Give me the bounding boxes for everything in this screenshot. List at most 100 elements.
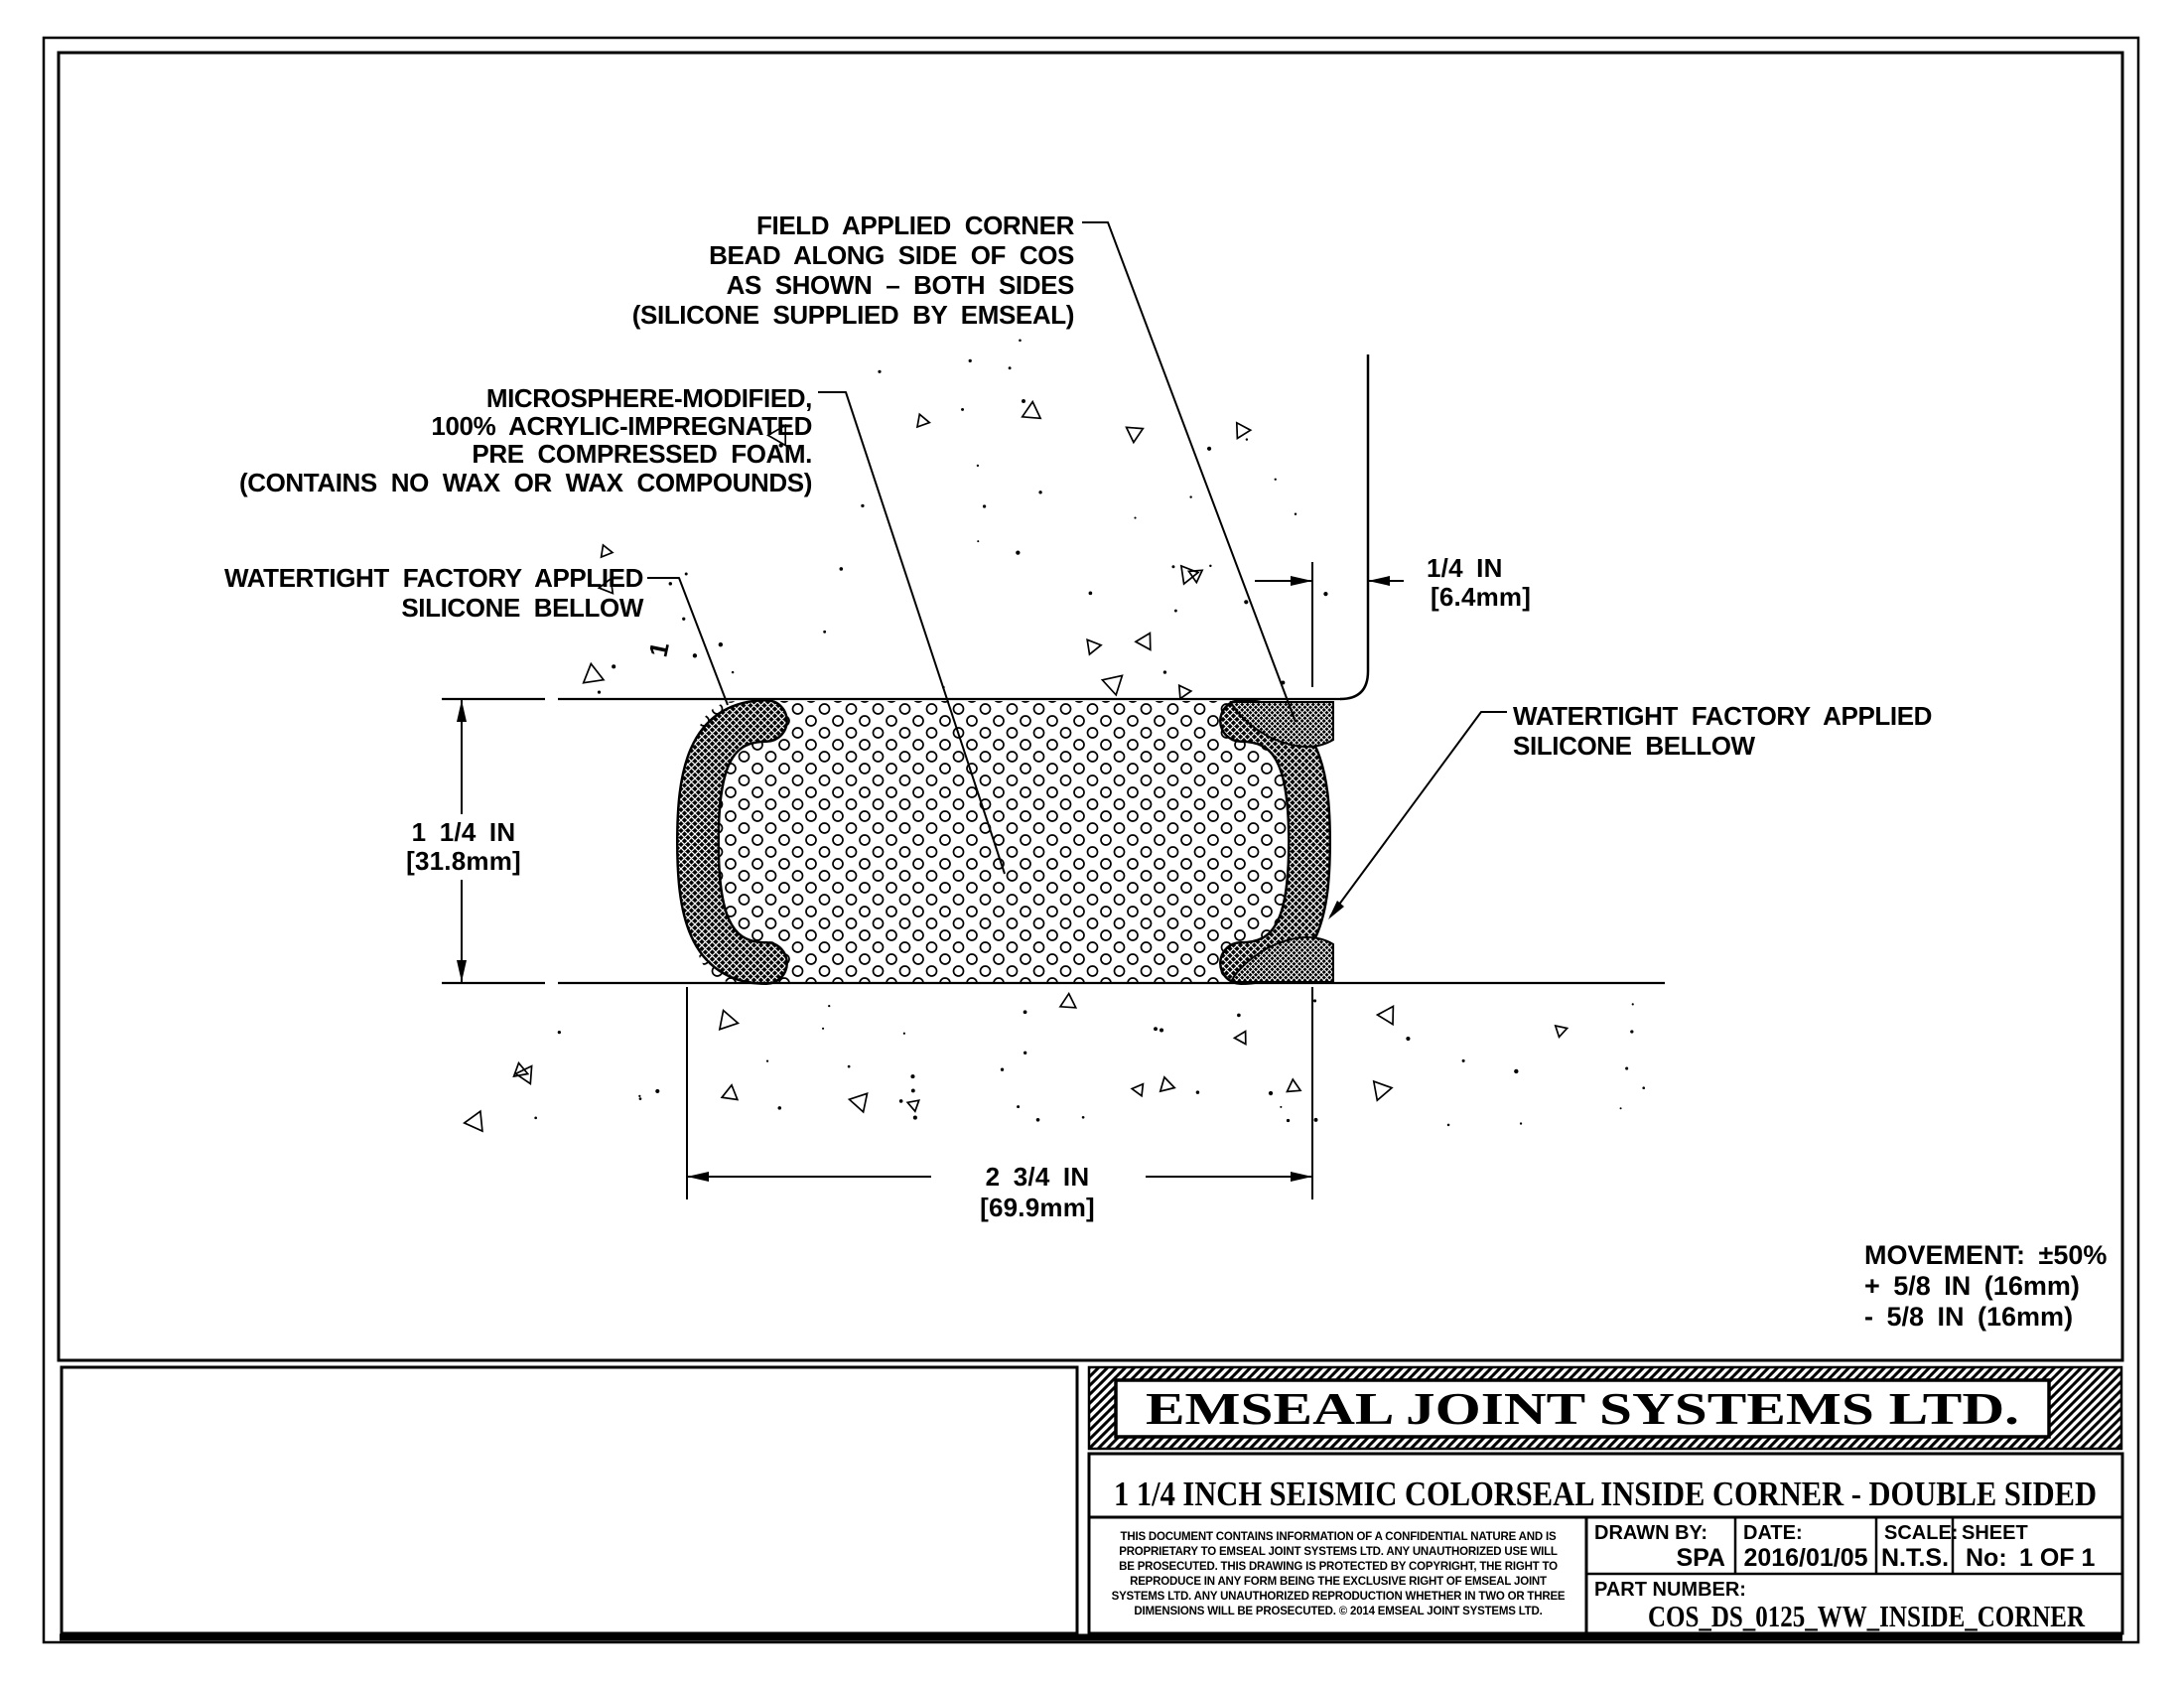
svg-text:FIELD APPLIED CORNER: FIELD APPLIED CORNER xyxy=(756,211,1075,240)
speckle-triangle-icon xyxy=(1186,569,1204,585)
speckle-dot xyxy=(1000,1067,1005,1071)
speckle-dot xyxy=(1024,1051,1027,1055)
speckle-dot xyxy=(557,1030,561,1035)
annotations: FIELD APPLIED CORNER BEAD ALONG SIDE OF … xyxy=(224,211,2107,1332)
speckle-dot xyxy=(1313,1117,1318,1122)
speckle-dot xyxy=(1038,491,1042,494)
svg-text:MOVEMENT: ±50%: MOVEMENT: ±50% xyxy=(1864,1240,2107,1270)
movement-note: MOVEMENT: ±50% + 5/8 IN (16mm) - 5/8 IN … xyxy=(1864,1240,2107,1332)
svg-text:SYSTEMS LTD. ANY UNAUTHORIZED: SYSTEMS LTD. ANY UNAUTHORIZED REPRODUCTI… xyxy=(1112,1591,1566,1603)
speckle-dot xyxy=(878,369,882,373)
width-dim-in: 2 3/4 IN xyxy=(986,1162,1090,1192)
silicone-bellow-left xyxy=(678,701,786,983)
svg-text:BE PROSECUTED. THIS DRAWING IS: BE PROSECUTED. THIS DRAWING IS PROTECTED… xyxy=(1119,1561,1558,1573)
setback-dim-in: 1/4 IN xyxy=(1427,553,1503,583)
drawing-area-border xyxy=(57,51,2124,1362)
height-dim-mm: [31.8mm] xyxy=(406,846,521,876)
speckle-dot xyxy=(718,641,724,647)
svg-text:BEAD ALONG SIDE OF COS: BEAD ALONG SIDE OF COS xyxy=(709,240,1074,270)
svg-text:DIMENSIONS WILL BE PROSECUTED.: DIMENSIONS WILL BE PROSECUTED. © 2014 EM… xyxy=(1134,1606,1542,1618)
svg-text:REPRODUCE IN ANY FORM BEING TH: REPRODUCE IN ANY FORM BEING THE EXCLUSIV… xyxy=(1130,1576,1547,1588)
sheet-no-label: No: xyxy=(1966,1544,2007,1572)
arrow-left-icon xyxy=(687,1172,709,1182)
stray-mark: 1 xyxy=(643,639,675,659)
title-block-lower xyxy=(1087,1515,2124,1635)
speckle-dot xyxy=(638,1094,641,1097)
title-block: EMSEAL JOINT SYSTEMS LTD. 1 1/4 INCH SEI… xyxy=(1087,1365,2124,1635)
wall-corner-line xyxy=(1339,354,1370,701)
speckle-triangle-icon xyxy=(847,1092,869,1114)
corner-bead-bottom xyxy=(1229,936,1334,983)
speckle-dot xyxy=(1268,1090,1274,1096)
speckle-triangle-icon xyxy=(1235,421,1253,440)
speckle-dot xyxy=(902,1032,905,1035)
arrow-up-icon xyxy=(457,700,467,722)
drawing-title: 1 1/4 INCH SEISMIC COLORSEAL INSIDE CORN… xyxy=(1114,1475,2097,1513)
drawn-by-label: DRAWN BY: xyxy=(1594,1522,1707,1544)
speckle-dot xyxy=(1286,1118,1291,1123)
speckle-dot xyxy=(1519,1122,1523,1125)
height-dim-in: 1 1/4 IN xyxy=(412,817,516,847)
speckle-triangle-icon xyxy=(1125,426,1145,445)
speckle-triangle-icon xyxy=(720,1083,740,1101)
speckle-dot xyxy=(1631,1003,1634,1006)
speckle-dot xyxy=(912,1115,917,1120)
speckle-dot xyxy=(1195,1090,1200,1094)
speckle-dot xyxy=(839,567,844,571)
speckle-triangle-icon xyxy=(582,661,606,684)
concrete-speckle xyxy=(463,339,1646,1133)
sheet-value: 1 OF 1 xyxy=(2019,1544,2096,1572)
speckle-dot xyxy=(1406,1036,1411,1042)
speckle-dot xyxy=(1237,1013,1241,1018)
speckle-dot xyxy=(861,503,865,508)
seal-detail xyxy=(675,699,1334,985)
speckle-dot xyxy=(982,504,987,508)
corner-bead-top xyxy=(1229,701,1334,748)
speckle-dot xyxy=(1016,550,1021,555)
svg-text:SILICONE BELLOW: SILICONE BELLOW xyxy=(1513,731,1756,761)
speckle-dot xyxy=(1274,478,1277,481)
speckle-triangle-icon xyxy=(1159,1075,1176,1093)
label-bellow-left: WATERTIGHT FACTORY APPLIED SILICONE BELL… xyxy=(224,563,644,623)
speckle-dot xyxy=(1642,1086,1646,1090)
arrow-right-icon xyxy=(1291,1172,1312,1182)
speckle-dot xyxy=(638,1097,642,1100)
speckle-dot xyxy=(847,1064,851,1068)
speckle-dot xyxy=(1134,516,1137,519)
svg-text:MICROSPHERE-MODIFIED,: MICROSPHERE-MODIFIED, xyxy=(486,383,812,413)
svg-text:PRE COMPRESSED FOAM.: PRE COMPRESSED FOAM. xyxy=(472,439,812,469)
svg-text:(SILICONE SUPPLIED BY EMSEAL): (SILICONE SUPPLIED BY EMSEAL) xyxy=(632,300,1074,330)
speckle-dot xyxy=(1245,438,1249,441)
speckle-dot xyxy=(1019,339,1022,343)
label-bellow-right: WATERTIGHT FACTORY APPLIED SILICONE BELL… xyxy=(1513,701,1932,761)
speckle-dot xyxy=(910,1088,915,1093)
speckle-dot xyxy=(597,690,602,694)
speckle-triangle-icon xyxy=(1177,683,1193,701)
speckle-dot xyxy=(1280,1105,1283,1108)
svg-text:100% ACRYLIC-IMPREGNATED: 100% ACRYLIC-IMPREGNATED xyxy=(431,411,812,441)
speckle-dot xyxy=(1625,1066,1629,1070)
speckle-dot xyxy=(898,1099,903,1103)
speckle-dot xyxy=(1171,565,1175,569)
company-banner-box xyxy=(1114,1378,2051,1439)
speckle-dot xyxy=(1209,564,1212,568)
speckle-triangle-icon xyxy=(597,577,614,595)
label-field-bead: FIELD APPLIED CORNER BEAD ALONG SIDE OF … xyxy=(632,211,1075,330)
scale-value: N.T.S. xyxy=(1881,1544,1949,1572)
speckle-dot xyxy=(1154,1027,1158,1032)
speckle-dot xyxy=(612,664,616,669)
speckle-dot xyxy=(1173,609,1177,613)
foam-body xyxy=(697,701,1310,983)
speckle-dot xyxy=(961,407,965,411)
speckle-dot xyxy=(1023,1010,1027,1015)
speckle-triangle-icon xyxy=(1130,1082,1145,1098)
speckle-dot xyxy=(1081,1115,1085,1119)
leader-lines xyxy=(647,221,1507,917)
svg-text:(CONTAINS NO WAX OR WAX COMPOU: (CONTAINS NO WAX OR WAX COMPOUNDS) xyxy=(239,468,812,497)
svg-text:AS SHOWN – BOTH SIDES: AS SHOWN – BOTH SIDES xyxy=(727,270,1074,300)
svg-text:PROPRIETARY TO EMSEAL JOINT SY: PROPRIETARY TO EMSEAL JOINT SYSTEMS LTD.… xyxy=(1119,1546,1558,1558)
date-value: 2016/01/05 xyxy=(1743,1544,1867,1572)
speckle-triangle-icon xyxy=(1058,992,1078,1009)
speckle-triangle-icon xyxy=(1179,564,1200,586)
